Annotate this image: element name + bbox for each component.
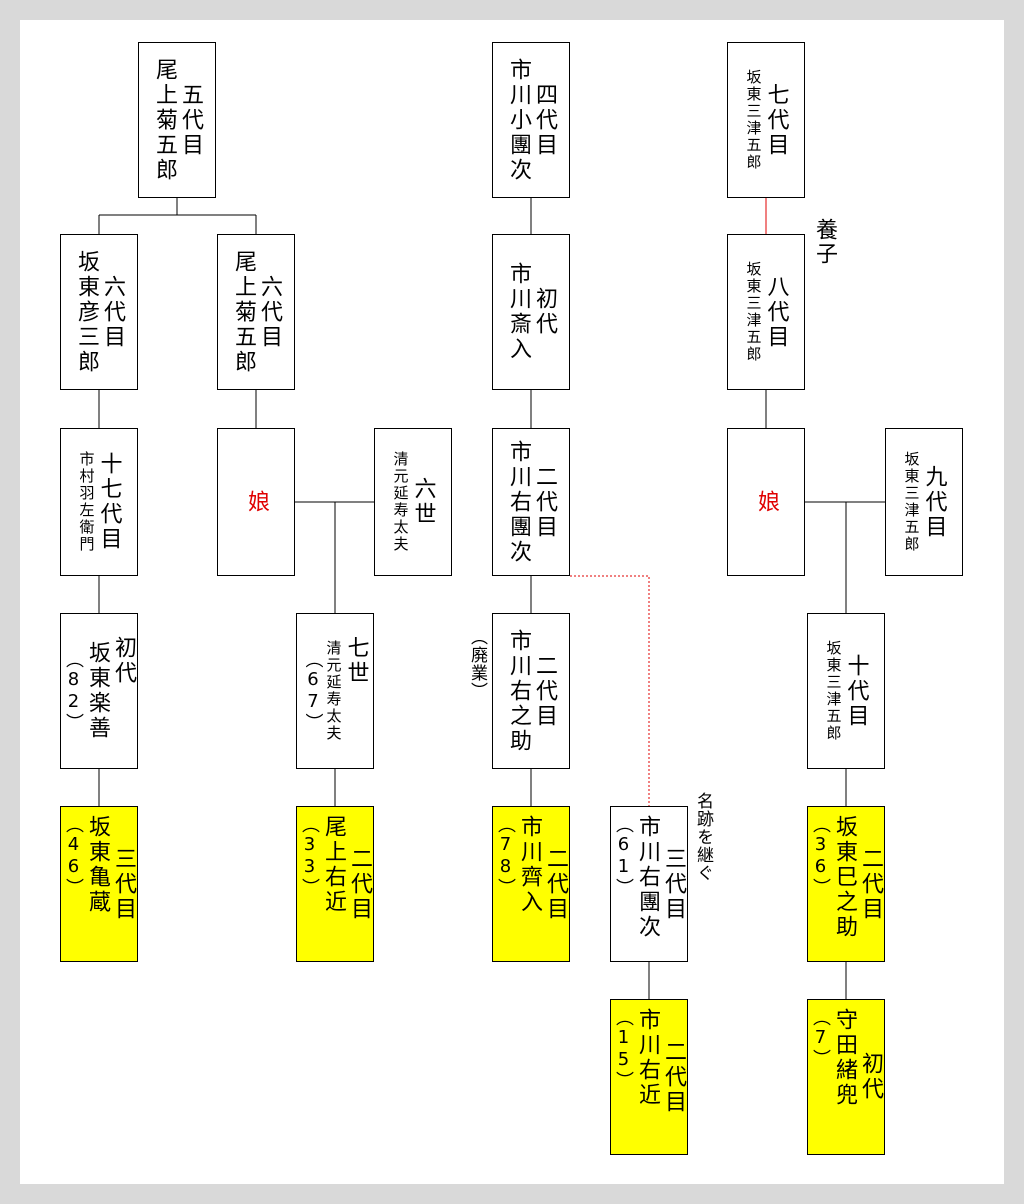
node-bando-mitsugoro-8: 八代目 坂東三津五郎 bbox=[727, 234, 805, 390]
node-bando-mitsugoro-7: 七代目 坂東三津五郎 bbox=[727, 42, 805, 198]
node-col: 八代目 bbox=[763, 274, 789, 350]
node-col: 市村羽左衛門 bbox=[77, 451, 96, 553]
node-col: 尾上菊五郎 bbox=[152, 57, 177, 183]
node-bando-mitsugoro-9: 九代目 坂東三津五郎 bbox=[885, 428, 963, 576]
node-ichikawa-udanji-2: 二代目 市川右團次 bbox=[492, 428, 570, 576]
node-col: 市川右團次 bbox=[506, 439, 531, 565]
node-age: （7） bbox=[810, 1008, 831, 1068]
node-col: 坂東巳之助 bbox=[832, 815, 857, 940]
node-ichikawa-kodanji-4: 四代目 市川小團次 bbox=[492, 42, 570, 198]
node-ichikawa-sainyu-1: 初代 市川斎入 bbox=[492, 234, 570, 390]
node-kiyomoto-enjudayu-6: 六世 清元延寿太夫 bbox=[374, 428, 452, 576]
node-col: 市川小團次 bbox=[506, 57, 531, 183]
node-col: 坂東亀蔵 bbox=[85, 815, 110, 915]
node-col: 市川齊入 bbox=[517, 815, 542, 915]
node-col: 五代目 bbox=[178, 82, 203, 158]
node-col: 初代 bbox=[111, 636, 136, 686]
node-col: 清元延寿太夫 bbox=[391, 451, 410, 553]
node-col: 二代目 bbox=[347, 846, 372, 922]
node-ichikawa-ukon-2: 二代目 市川右近 （15） bbox=[610, 999, 688, 1155]
node-age: （67） bbox=[302, 650, 324, 732]
node-col: 四代目 bbox=[532, 82, 557, 158]
node-bando-hikosaburo-6: 六代目 坂東彦三郎 bbox=[60, 234, 138, 390]
node-col: 七世 bbox=[343, 636, 369, 686]
connector-lines bbox=[98, 198, 885, 999]
node-col: 十代目 bbox=[843, 653, 869, 729]
node-age: （78） bbox=[495, 815, 516, 897]
node-col: 市川右近 bbox=[635, 1008, 660, 1108]
node-col: 市川右團次 bbox=[635, 815, 660, 940]
node-col: 坂東三津五郎 bbox=[744, 69, 763, 171]
node-morita-okabuto-1: 初代 守田緒兜 （7） bbox=[807, 999, 885, 1155]
node-col: 尾上菊五郎 bbox=[231, 249, 256, 375]
name-succession-line bbox=[570, 575, 650, 806]
node-age: （46） bbox=[63, 815, 84, 897]
node-col: 三代目 bbox=[111, 846, 136, 922]
name-succession-label: 名跡を継ぐ bbox=[693, 792, 713, 882]
node-col: 娘 bbox=[754, 489, 779, 515]
node-col: 坂東三津五郎 bbox=[902, 451, 921, 553]
node-daughter-right: 娘 bbox=[727, 428, 805, 576]
node-bando-minosuke-2: 二代目 坂東巳之助 （36） bbox=[807, 806, 885, 962]
node-daughter-left: 娘 bbox=[217, 428, 295, 576]
node-ichimura-uzaemon-17: 十七代目 市村羽左衛門 bbox=[60, 428, 138, 576]
node-col: 十七代目 bbox=[96, 452, 122, 552]
node-age: （82） bbox=[63, 650, 84, 732]
family-tree-canvas: 五代目 尾上菊五郎 四代目 市川小團次 七代目 坂東三津五郎 六代目 坂東彦三郎… bbox=[20, 20, 1004, 1184]
node-col: 二代目 bbox=[858, 846, 883, 922]
retired-label: （廃業） bbox=[467, 628, 487, 700]
node-age: （15） bbox=[613, 1008, 634, 1090]
node-col: 坂東楽善 bbox=[85, 641, 110, 741]
node-bando-kamezo-3: 三代目 坂東亀蔵 （46） bbox=[60, 806, 138, 962]
node-col: 初代 bbox=[858, 1052, 883, 1102]
node-col: 二代目 bbox=[532, 653, 557, 729]
node-col: 坂東三津五郎 bbox=[744, 261, 763, 363]
node-col: 六世 bbox=[410, 477, 436, 527]
node-col: 六代目 bbox=[257, 274, 282, 350]
node-col: 坂東彦三郎 bbox=[74, 249, 99, 375]
node-col: 二代目 bbox=[543, 846, 568, 922]
node-age: （61） bbox=[613, 815, 634, 897]
node-col: 守田緒兜 bbox=[832, 1008, 857, 1108]
node-ichikawa-sainyu-2: 二代目 市川齊入 （78） bbox=[492, 806, 570, 962]
node-kiyomoto-enjudayu-7: 七世 清元延寿太夫 （67） bbox=[296, 613, 374, 769]
node-age: （33） bbox=[299, 815, 320, 897]
node-onoe-kikugoro-6: 六代目 尾上菊五郎 bbox=[217, 234, 295, 390]
node-bando-rakuzen-1: 初代 坂東楽善 （82） bbox=[60, 613, 138, 769]
node-ichikawa-unosuke-2: 二代目 市川右之助 bbox=[492, 613, 570, 769]
node-col: 七代目 bbox=[763, 82, 789, 158]
node-col: 初代 bbox=[532, 287, 557, 337]
node-col: 二代目 bbox=[532, 464, 557, 540]
node-bando-mitsugoro-10: 十代目 坂東三津五郎 bbox=[807, 613, 885, 769]
node-col: 二代目 bbox=[661, 1039, 686, 1115]
node-col: 六代目 bbox=[100, 274, 125, 350]
adoption-label: 養子 bbox=[812, 218, 837, 266]
node-ichikawa-udanji-3: 三代目 市川右團次 （61） bbox=[610, 806, 688, 962]
node-col: 市川斎入 bbox=[506, 262, 531, 362]
node-col: 娘 bbox=[244, 489, 269, 515]
node-col: 清元延寿太夫 bbox=[324, 640, 343, 742]
node-age: （36） bbox=[810, 815, 831, 897]
node-onoe-kikugoro-5: 五代目 尾上菊五郎 bbox=[138, 42, 216, 198]
node-col: 坂東三津五郎 bbox=[824, 640, 843, 742]
node-col: 尾上右近 bbox=[321, 815, 346, 915]
node-col: 九代目 bbox=[921, 464, 947, 540]
node-col: 市川右之助 bbox=[506, 628, 531, 754]
node-onoe-ukon-2: 二代目 尾上右近 （33） bbox=[296, 806, 374, 962]
node-col: 三代目 bbox=[661, 846, 686, 922]
